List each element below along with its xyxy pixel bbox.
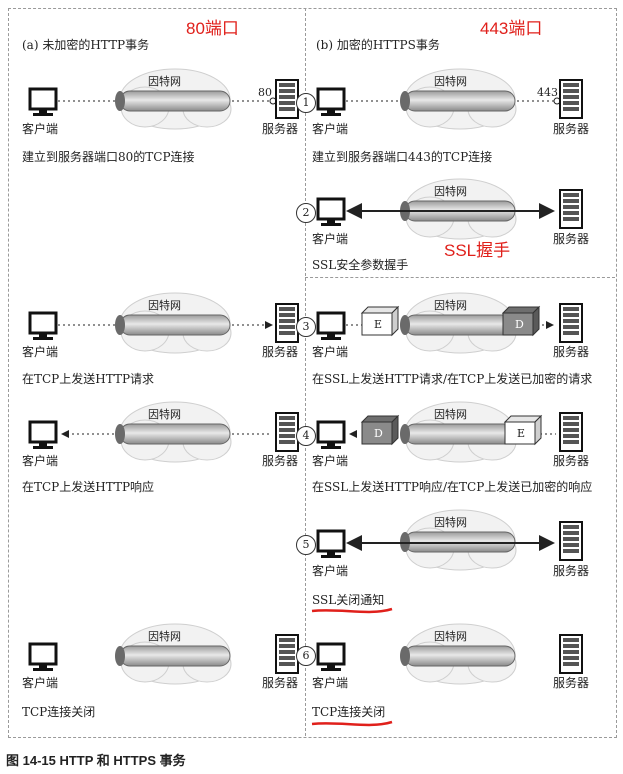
annotation-port80: 80端口 bbox=[186, 19, 239, 38]
step6-left-desc: TCP连接关闭 bbox=[22, 705, 96, 719]
server-label: 服务器 bbox=[262, 122, 299, 136]
internet-label: 因特网 bbox=[148, 75, 181, 88]
packet-decrypted-r4 bbox=[360, 414, 400, 446]
server-label: 服务器 bbox=[553, 676, 590, 690]
panel-divider bbox=[305, 8, 306, 736]
internet-label: 因特网 bbox=[148, 630, 181, 643]
packet-letter-d: D bbox=[515, 318, 524, 331]
step4-left-desc: 在TCP上发送HTTP响应 bbox=[22, 480, 155, 494]
left-panel-title: (a) 未加密的HTTP事务 bbox=[22, 38, 150, 52]
client-label: 客户端 bbox=[22, 454, 59, 468]
left-row1 bbox=[28, 68, 299, 130]
step-number-1: 1 bbox=[296, 93, 316, 113]
step-number-6: 6 bbox=[296, 646, 316, 666]
packet-decrypted-r3 bbox=[501, 305, 541, 337]
internet-label: 因特网 bbox=[434, 408, 467, 421]
client-label: 客户端 bbox=[22, 345, 59, 359]
step1-left-desc: 建立到服务器端口80的TCP连接 bbox=[22, 150, 195, 164]
packet-letter-d: D bbox=[374, 427, 383, 440]
packet-encrypted-r4 bbox=[503, 414, 543, 446]
client-label: 客户端 bbox=[312, 232, 349, 246]
client-label: 客户端 bbox=[312, 122, 349, 136]
client-label: 客户端 bbox=[22, 122, 59, 136]
port-443-label: 443 bbox=[537, 86, 558, 99]
step1-right-desc: 建立到服务器端口443的TCP连接 bbox=[312, 150, 493, 164]
left-row3 bbox=[28, 292, 299, 354]
underline-ssl-close bbox=[311, 607, 393, 614]
server-label: 服务器 bbox=[553, 122, 590, 136]
server-label: 服务器 bbox=[262, 454, 299, 468]
row-divider bbox=[305, 277, 615, 278]
server-label: 服务器 bbox=[262, 676, 299, 690]
right-panel-title: (b) 加密的HTTPS事务 bbox=[316, 38, 440, 52]
internet-label: 因特网 bbox=[148, 408, 181, 421]
step2-right-desc: SSL安全参数握手 bbox=[312, 258, 409, 272]
internet-label: 因特网 bbox=[148, 299, 181, 312]
step4-right-desc: 在SSL上发送HTTP响应/在TCP上发送已加密的响应 bbox=[312, 480, 593, 494]
step5-right-desc: SSL关闭通知 bbox=[312, 593, 385, 607]
right-row4 bbox=[316, 401, 583, 463]
port-80-label: 80 bbox=[258, 86, 272, 99]
annotation-port443: 443端口 bbox=[480, 19, 543, 38]
step-number-4: 4 bbox=[296, 426, 316, 446]
client-label: 客户端 bbox=[22, 676, 59, 690]
annotation-ssl-handshake: SSL握手 bbox=[444, 241, 511, 260]
underline-tcp-close bbox=[311, 720, 393, 727]
internet-label: 因特网 bbox=[434, 299, 467, 312]
internet-label: 因特网 bbox=[434, 630, 467, 643]
right-row1 bbox=[316, 68, 583, 130]
internet-label: 因特网 bbox=[434, 75, 467, 88]
step6-right-desc: TCP连接关闭 bbox=[312, 705, 386, 719]
server-label: 服务器 bbox=[553, 345, 590, 359]
internet-label: 因特网 bbox=[434, 516, 467, 529]
client-label: 客户端 bbox=[312, 345, 349, 359]
step3-left-desc: 在TCP上发送HTTP请求 bbox=[22, 372, 155, 386]
server-label: 服务器 bbox=[553, 232, 590, 246]
left-row4 bbox=[28, 401, 299, 463]
packet-letter-e: E bbox=[517, 427, 526, 440]
packet-letter-e: E bbox=[374, 318, 383, 331]
packet-encrypted-r3 bbox=[360, 305, 400, 337]
step3-right-desc: 在SSL上发送HTTP请求/在TCP上发送已加密的请求 bbox=[312, 372, 593, 386]
server-label: 服务器 bbox=[553, 454, 590, 468]
step-number-2: 2 bbox=[296, 203, 316, 223]
internet-label: 因特网 bbox=[434, 185, 467, 198]
client-label: 客户端 bbox=[312, 454, 349, 468]
diagram-frame bbox=[8, 8, 617, 738]
server-label: 服务器 bbox=[262, 345, 299, 359]
client-label: 客户端 bbox=[312, 564, 349, 578]
step-number-5: 5 bbox=[296, 535, 316, 555]
right-row2 bbox=[316, 178, 583, 240]
server-label: 服务器 bbox=[553, 564, 590, 578]
figure-caption: 图 14-15 HTTP 和 HTTPS 事务 bbox=[6, 753, 186, 768]
step-number-3: 3 bbox=[296, 317, 316, 337]
right-row5 bbox=[316, 509, 583, 571]
client-label: 客户端 bbox=[312, 676, 349, 690]
